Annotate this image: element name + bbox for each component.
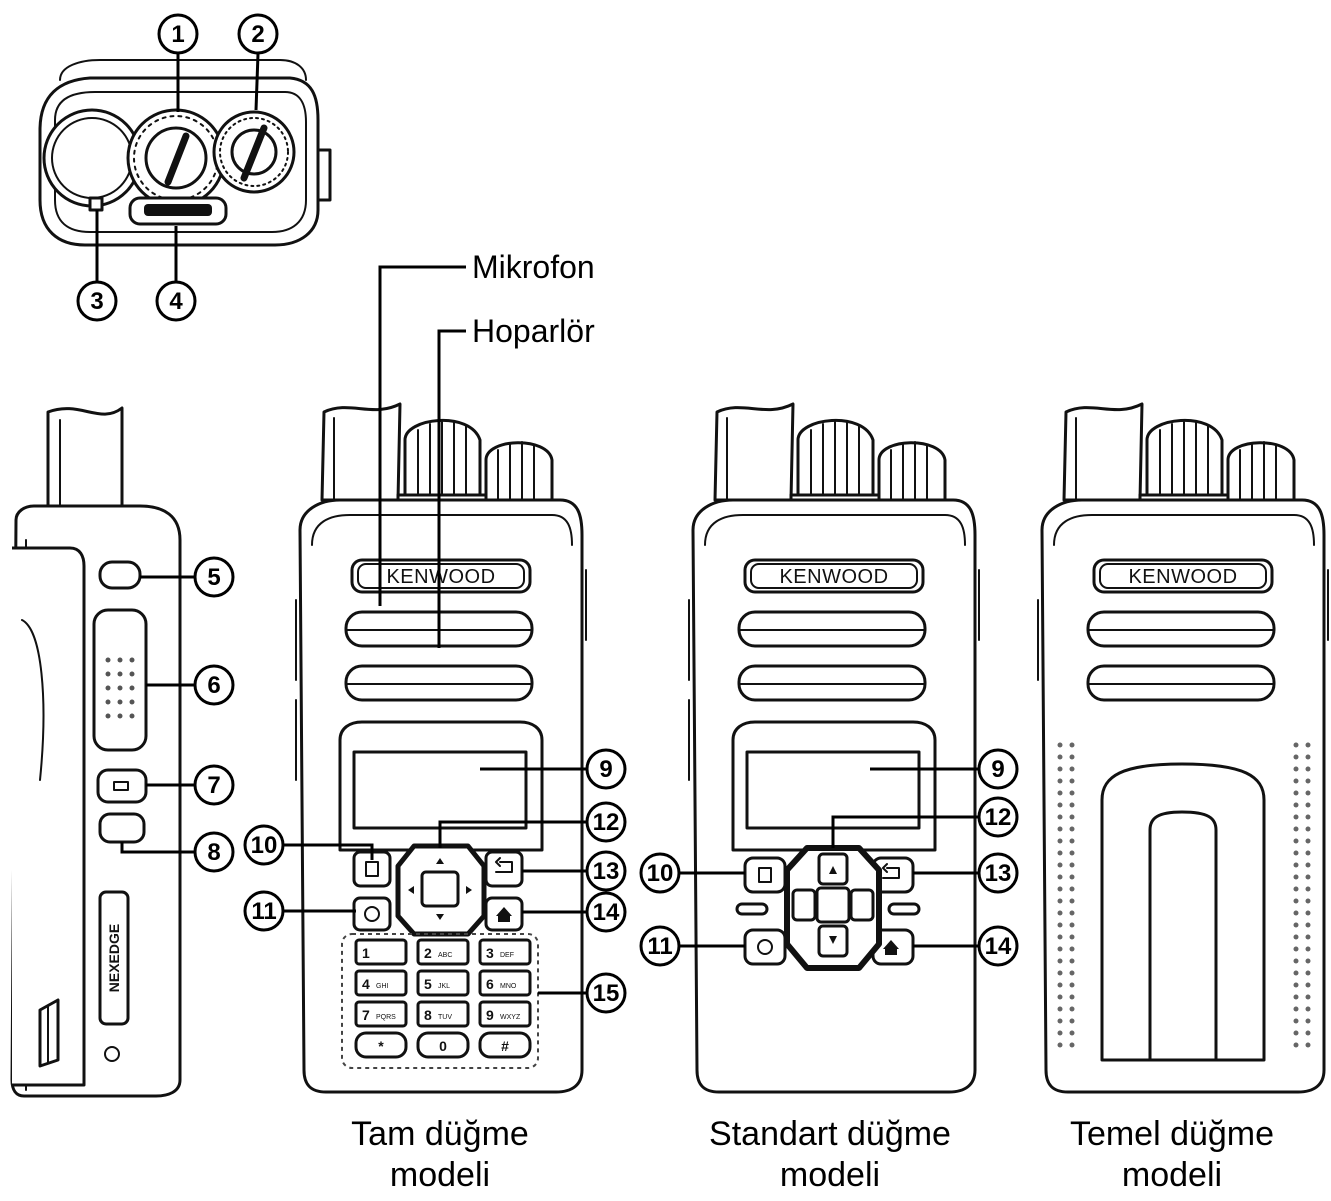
keypad-key-0-1: 2 ABC bbox=[416, 938, 470, 966]
keypad-key-3-2: # bbox=[478, 1031, 532, 1059]
keypad-key-label: 6 bbox=[486, 976, 494, 992]
callout-11-standard: 11 bbox=[639, 925, 681, 967]
callout-5: 5 bbox=[193, 556, 235, 598]
keypad-key-sub: JKL bbox=[438, 983, 450, 990]
keypad-key-label: 7 bbox=[362, 1007, 370, 1023]
keypad-key-2-0: 7 PQRS bbox=[354, 1000, 408, 1028]
label-leaders bbox=[378, 265, 466, 648]
caption-standard-line2: modeli bbox=[780, 1156, 880, 1194]
svg-text:7: 7 bbox=[207, 772, 220, 799]
keypad-key-3-0: * bbox=[354, 1031, 408, 1059]
callout-11-full: 11 bbox=[243, 890, 285, 932]
keypad-key-sub: PQRS bbox=[376, 1014, 396, 1021]
keypad-key-label: 8 bbox=[424, 1007, 432, 1023]
callout-10-full: 10 bbox=[243, 824, 285, 866]
speaker-label: Hoparlör bbox=[472, 313, 595, 349]
svg-text:14: 14 bbox=[593, 899, 620, 926]
keypad-key-sub: DEF bbox=[500, 952, 514, 959]
svg-text:2: 2 bbox=[251, 21, 264, 48]
keypad: 1 2 ABC 3 DEF 4 GHI 5 JKL 6 MNO 7 PQRS 8 TUV 9 WXYZ * 0 # bbox=[354, 938, 532, 1059]
keypad-key-label: 9 bbox=[486, 1007, 494, 1023]
keypad-key-label: 4 bbox=[362, 976, 370, 992]
callout-12-full: 12 bbox=[585, 801, 627, 843]
callout-9-standard: 9 bbox=[977, 748, 1019, 790]
keypad-key-1-2: 6 MNO bbox=[478, 969, 532, 997]
side-view: NEXEDGE bbox=[10, 406, 182, 1098]
callout-8: 8 bbox=[193, 831, 235, 873]
callout-15: 15 bbox=[585, 972, 627, 1014]
callout-13-full: 13 bbox=[585, 850, 627, 892]
keypad-key-label: * bbox=[378, 1038, 384, 1054]
keypad-key-label: 3 bbox=[486, 945, 494, 961]
callout-12-standard: 12 bbox=[977, 796, 1019, 838]
svg-text:9: 9 bbox=[599, 756, 612, 783]
svg-text:10: 10 bbox=[251, 832, 278, 859]
keypad-key-2-1: 8 TUV bbox=[416, 1000, 470, 1028]
keypad-key-3-1: 0 bbox=[416, 1031, 470, 1059]
svg-text:13: 13 bbox=[593, 858, 620, 885]
callout-9-full: 9 bbox=[585, 748, 627, 790]
caption-standard-line1: Standart düğme bbox=[709, 1115, 951, 1153]
caption-full-line1: Tam düğme bbox=[351, 1115, 529, 1153]
svg-text:13: 13 bbox=[985, 860, 1012, 887]
keypad-key-0-0: 1 bbox=[354, 938, 408, 966]
callout-10-standard: 10 bbox=[639, 852, 681, 894]
svg-text:12: 12 bbox=[985, 804, 1012, 831]
keypad-key-label: 1 bbox=[362, 945, 370, 961]
keypad-key-1-1: 5 JKL bbox=[416, 969, 470, 997]
caption-full-line2: modeli bbox=[390, 1156, 490, 1194]
callout-14-full: 14 bbox=[585, 891, 627, 933]
keypad-key-label: # bbox=[501, 1038, 509, 1054]
svg-text:4: 4 bbox=[169, 288, 183, 315]
callout-1: 1 bbox=[157, 13, 199, 55]
grip-dots bbox=[1057, 742, 1311, 1048]
svg-text:6: 6 bbox=[207, 672, 220, 699]
svg-text:10: 10 bbox=[647, 860, 674, 887]
svg-text:15: 15 bbox=[593, 980, 620, 1007]
callout-2: 2 bbox=[237, 13, 279, 55]
callout-14-standard: 14 bbox=[977, 925, 1019, 967]
caption-basic-line1: Temel düğme bbox=[1070, 1115, 1274, 1153]
svg-text:14: 14 bbox=[985, 933, 1012, 960]
keypad-key-sub: WXYZ bbox=[500, 1014, 521, 1021]
radio-standard: KENWOOD bbox=[687, 402, 981, 1094]
svg-text:8: 8 bbox=[207, 839, 220, 866]
svg-text:9: 9 bbox=[991, 756, 1004, 783]
brand-logo-basic: KENWOOD bbox=[1128, 566, 1237, 588]
keypad-key-1-0: 4 GHI bbox=[354, 969, 408, 997]
svg-text:5: 5 bbox=[207, 564, 220, 591]
microphone-label: Mikrofon bbox=[472, 249, 595, 285]
svg-text:11: 11 bbox=[647, 933, 672, 960]
callout-6: 6 bbox=[193, 664, 235, 706]
keypad-key-sub: ABC bbox=[438, 952, 452, 959]
keypad-key-sub: GHI bbox=[376, 983, 389, 990]
svg-text:11: 11 bbox=[251, 898, 276, 925]
keypad-key-sub: TUV bbox=[438, 1014, 452, 1021]
keypad-key-0-2: 3 DEF bbox=[478, 938, 532, 966]
ptt-grip-dots bbox=[105, 657, 135, 719]
callout-4: 4 bbox=[155, 280, 197, 322]
radio-basic: KENWOOD bbox=[1037, 402, 1329, 1094]
keypad-key-label: 5 bbox=[424, 976, 432, 992]
callout-leaders bbox=[95, 53, 980, 995]
caption-basic-line2: modeli bbox=[1122, 1156, 1222, 1194]
brand-logo-standard: KENWOOD bbox=[779, 566, 888, 588]
side-logo: NEXEDGE bbox=[106, 924, 122, 992]
keypad-key-label: 0 bbox=[439, 1038, 447, 1054]
callout-3: 3 bbox=[76, 280, 118, 322]
brand-logo-full: KENWOOD bbox=[386, 566, 495, 588]
svg-text:12: 12 bbox=[593, 809, 620, 836]
callout-7: 7 bbox=[193, 764, 235, 806]
top-view bbox=[38, 59, 332, 247]
keypad-key-2-2: 9 WXYZ bbox=[478, 1000, 532, 1028]
svg-text:1: 1 bbox=[171, 21, 184, 48]
keypad-key-sub: MNO bbox=[500, 983, 517, 990]
keypad-key-label: 2 bbox=[424, 945, 432, 961]
callout-13-standard: 13 bbox=[977, 852, 1019, 894]
svg-text:3: 3 bbox=[90, 288, 103, 315]
